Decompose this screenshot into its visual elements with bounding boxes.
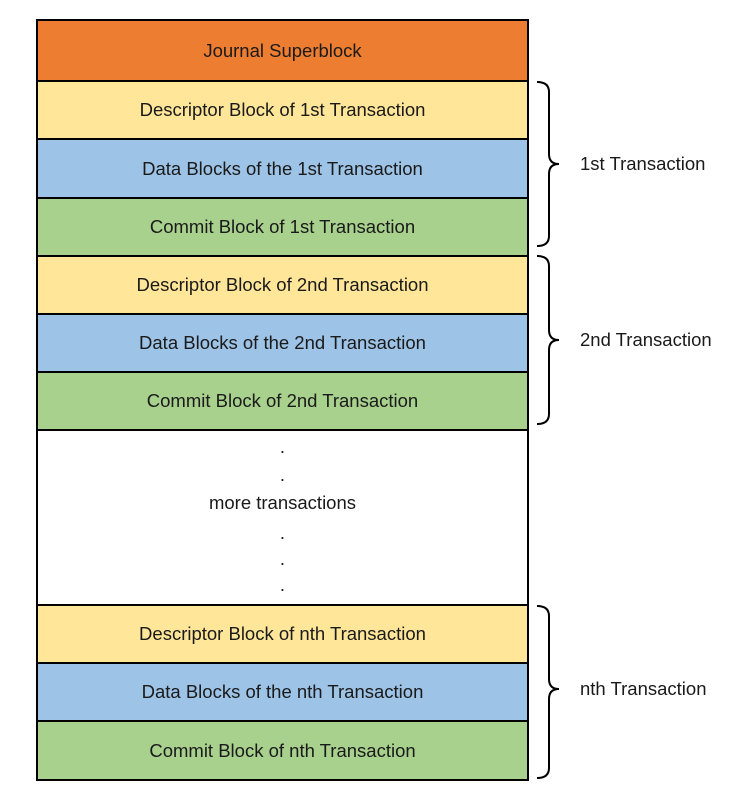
ellipsis-dot: . <box>279 574 286 595</box>
more-transactions-label: more transactions <box>208 492 357 513</box>
ellipsis-dot: . <box>279 464 286 485</box>
descriptor-block-2-label: Descriptor Block of 2nd Transaction <box>136 274 429 295</box>
data-blocks-2-label: Data Blocks of the 2nd Transaction <box>139 332 426 353</box>
descriptor-block-2: Descriptor Block of 2nd Transaction <box>38 257 527 315</box>
commit-block-1: Commit Block of 1st Transaction <box>38 199 527 257</box>
descriptor-block-1-label: Descriptor Block of 1st Transaction <box>139 99 426 120</box>
brace-label-1st: 1st Transaction <box>580 153 706 174</box>
data-blocks-1-label: Data Blocks of the 1st Transaction <box>142 157 423 179</box>
ellipsis-dot: . <box>279 436 286 457</box>
descriptor-block-1: Descriptor Block of 1st Transaction <box>38 82 527 140</box>
journal-block-stack: Journal Superblock Descriptor Block of 1… <box>36 19 529 781</box>
data-blocks-n-label: Data Blocks of the nth Transaction <box>141 681 424 702</box>
brace-label-nth: nth Transaction <box>580 678 707 699</box>
data-blocks-n: Data Blocks of the nth Transaction <box>38 664 527 722</box>
more-transactions-gap: . . more transactions . . . <box>38 431 527 606</box>
commit-block-2: Commit Block of 2nd Transaction <box>38 373 527 431</box>
journal-superblock: Journal Superblock <box>38 21 527 82</box>
brace-label-2nd: 2nd Transaction <box>580 329 712 350</box>
journal-superblock-label: Journal Superblock <box>203 39 362 61</box>
commit-block-n-label: Commit Block of nth Transaction <box>149 739 416 761</box>
commit-block-n: Commit Block of nth Transaction <box>38 722 527 779</box>
brace-2nd-transaction <box>536 255 560 425</box>
ellipsis-dot: . <box>279 522 286 543</box>
brace-nth-transaction <box>536 605 560 779</box>
data-blocks-2: Data Blocks of the 2nd Transaction <box>38 315 527 373</box>
descriptor-block-n: Descriptor Block of nth Transaction <box>38 606 527 664</box>
commit-block-2-label: Commit Block of 2nd Transaction <box>146 390 419 411</box>
ellipsis-dot: . <box>279 548 286 569</box>
brace-1st-transaction <box>536 81 560 247</box>
descriptor-block-n-label: Descriptor Block of nth Transaction <box>139 623 426 644</box>
data-blocks-1: Data Blocks of the 1st Transaction <box>38 140 527 199</box>
commit-block-1-label: Commit Block of 1st Transaction <box>149 216 416 237</box>
